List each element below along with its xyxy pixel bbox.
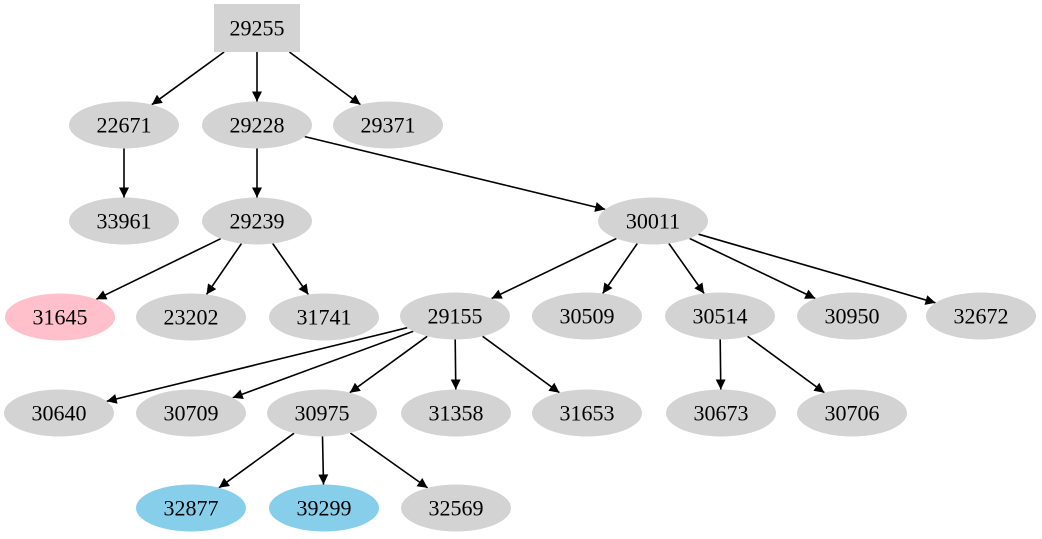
node-box-shape [214,4,300,52]
node-30950: 30950 [797,292,907,340]
edge-29228-30011 [304,135,606,212]
node-ellipse-shape [136,293,246,341]
node-label-32877: 32877 [164,496,219,521]
edge-30011-29155 [491,237,617,300]
node-32672: 32672 [926,292,1036,340]
edge-30514-30673 [715,339,726,390]
edge-29155-30709 [232,330,414,399]
node-label-29255: 29255 [230,16,285,41]
node-30975: 30975 [267,389,377,437]
node-ellipse-shape [797,389,907,437]
node-39299: 39299 [269,484,379,532]
node-label-30673: 30673 [694,401,749,426]
node-ellipse-shape [797,292,907,340]
node-label-32569: 32569 [429,496,484,521]
node-ellipse-shape [401,484,511,532]
edge-29239-31645 [95,237,222,301]
edge-layer [95,51,936,489]
node-ellipse-shape [401,389,511,437]
node-30709: 30709 [136,389,246,437]
node-30706: 30706 [797,389,907,437]
node-32569: 32569 [401,484,511,532]
edge-30011-32672 [698,233,936,305]
edge-29155-31653 [482,335,560,394]
node-label-31645: 31645 [33,305,88,330]
node-label-29228: 29228 [230,113,285,138]
node-label-31653: 31653 [560,401,615,426]
edge-29155-30975 [349,335,428,394]
edge-30011-30950 [689,237,816,300]
node-ellipse-shape [4,389,114,437]
node-31358: 31358 [401,389,511,437]
node-ellipse-shape [69,101,179,149]
node-ellipse-shape [269,484,379,532]
node-label-30975: 30975 [295,401,350,426]
node-label-23202: 23202 [164,305,219,330]
edge-30514-30706 [747,335,825,394]
edge-29239-31741 [272,243,309,295]
node-29155: 29155 [400,292,510,340]
node-label-30709: 30709 [164,401,219,426]
node-31645: 31645 [5,293,115,341]
node-ellipse-shape [202,197,312,245]
node-label-39299: 39299 [297,496,352,521]
edge-29239-23202 [205,243,243,295]
node-ellipse-shape [665,292,775,340]
node-label-31358: 31358 [429,401,484,426]
node-33961: 33961 [69,197,179,245]
node-29228: 29228 [202,101,312,149]
edge-30975-32569 [349,432,429,489]
node-31741: 31741 [269,293,379,341]
node-label-33961: 33961 [97,209,152,234]
edge-30975-39299 [318,436,329,485]
node-ellipse-shape [666,389,776,437]
node-ellipse-shape [333,101,443,149]
node-label-30706: 30706 [825,401,880,426]
node-23202: 23202 [136,293,246,341]
node-ellipse-shape [136,484,246,532]
edge-29255-29371 [288,51,361,106]
node-label-29239: 29239 [230,209,285,234]
node-layer: 29255 22671 29228 29371 33961 29239 30011 31645… [4,4,1036,532]
node-ellipse-shape [202,101,312,149]
node-30514: 30514 [665,292,775,340]
node-label-30514: 30514 [693,304,748,329]
node-ellipse-shape [598,197,708,245]
node-label-30011: 30011 [626,209,680,234]
node-ellipse-shape [926,292,1036,340]
node-30509: 30509 [532,292,642,340]
edge-29255-22671 [151,51,225,106]
edge-30011-30514 [668,243,705,294]
node-32877: 32877 [136,484,246,532]
node-label-32672: 32672 [954,304,1009,329]
node-ellipse-shape [532,292,642,340]
node-label-29371: 29371 [361,113,416,138]
node-ellipse-shape [400,292,510,340]
node-label-30509: 30509 [560,304,615,329]
node-label-29155: 29155 [428,304,483,329]
node-ellipse-shape [269,293,379,341]
node-ellipse-shape [69,197,179,245]
node-ellipse-shape [136,389,246,437]
edge-29155-31358 [450,339,461,390]
node-ellipse-shape [5,293,115,341]
node-31653: 31653 [532,389,642,437]
edge-30975-32877 [218,432,295,489]
node-label-22671: 22671 [97,113,152,138]
node-29239: 29239 [202,197,312,245]
node-ellipse-shape [267,389,377,437]
node-ellipse-shape [532,389,642,437]
edge-29155-30640 [106,326,408,404]
node-30011: 30011 [598,197,708,245]
edge-30011-30509 [602,243,638,294]
node-label-30950: 30950 [825,304,880,329]
node-22671: 22671 [69,101,179,149]
node-30640: 30640 [4,389,114,437]
node-29371: 29371 [333,101,443,149]
node-30673: 30673 [666,389,776,437]
node-label-30640: 30640 [32,401,87,426]
node-label-31741: 31741 [297,305,352,330]
node-29255: 29255 [214,4,300,52]
